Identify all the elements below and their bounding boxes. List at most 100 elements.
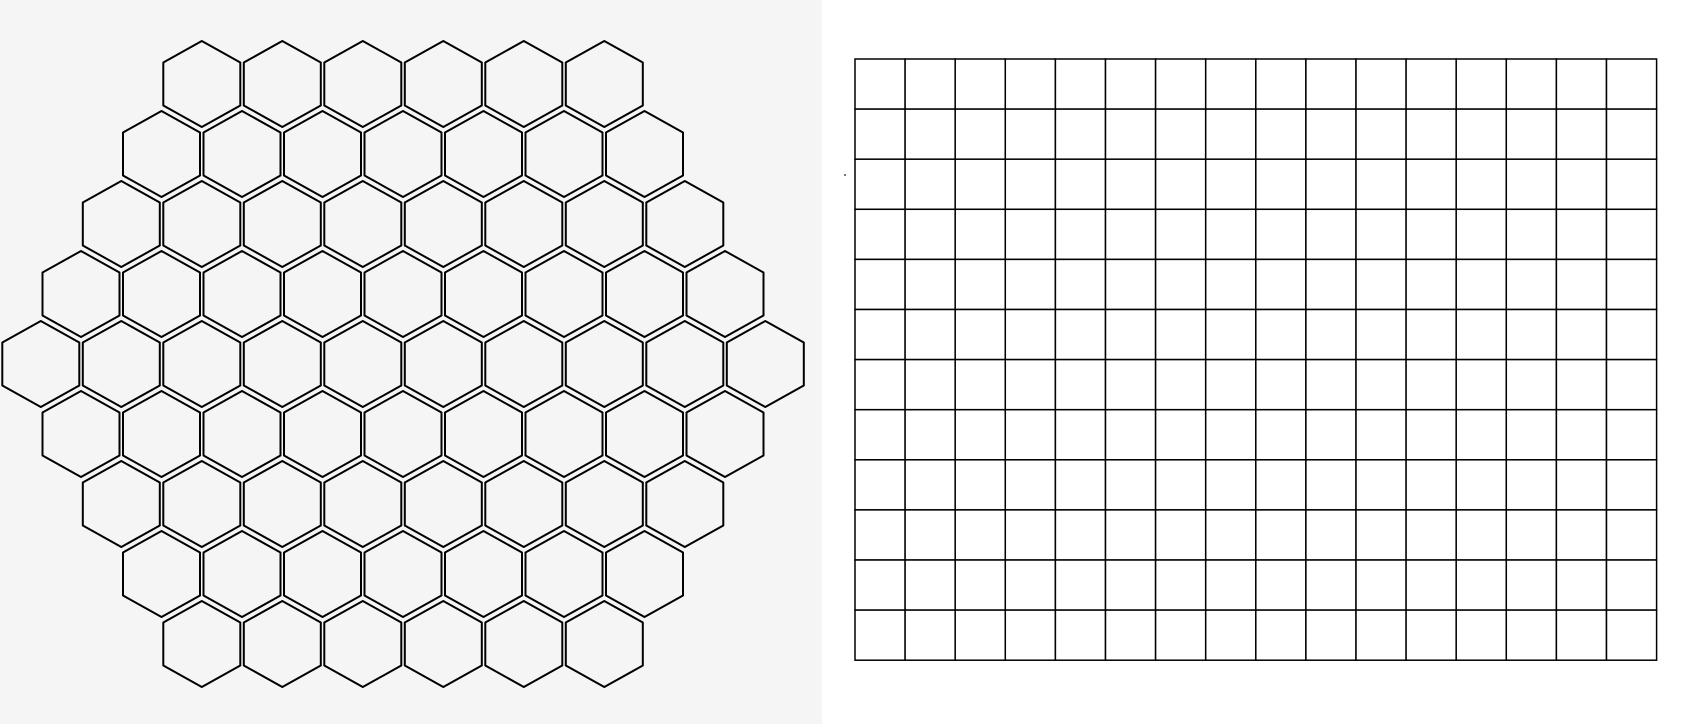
square-cell[interactable] bbox=[1455, 308, 1508, 361]
square-cell[interactable] bbox=[1154, 459, 1207, 511]
square-cell[interactable] bbox=[1204, 308, 1257, 361]
hex-cell[interactable] bbox=[242, 320, 322, 408]
square-cell[interactable] bbox=[1104, 509, 1157, 561]
square-cell[interactable] bbox=[1505, 108, 1558, 160]
hex-cell[interactable] bbox=[242, 600, 322, 688]
square-cell[interactable] bbox=[1505, 308, 1558, 361]
square-cell[interactable] bbox=[904, 108, 956, 160]
square-cell[interactable] bbox=[1255, 258, 1307, 311]
square-cell[interactable] bbox=[1555, 559, 1608, 611]
square-cell[interactable] bbox=[1505, 459, 1558, 511]
square-cell[interactable] bbox=[1054, 509, 1107, 561]
square-cell[interactable] bbox=[1104, 158, 1157, 211]
square-cell[interactable] bbox=[1305, 358, 1357, 411]
square-cell[interactable] bbox=[854, 58, 906, 110]
square-cell[interactable] bbox=[954, 509, 1007, 561]
square-cell[interactable] bbox=[1405, 58, 1457, 110]
hex-cell[interactable] bbox=[122, 390, 201, 478]
square-cell[interactable] bbox=[954, 58, 1007, 110]
square-cell[interactable] bbox=[854, 358, 906, 411]
square-cell[interactable] bbox=[1355, 509, 1407, 561]
square-cell[interactable] bbox=[1505, 559, 1558, 611]
hex-cell[interactable] bbox=[484, 180, 564, 268]
square-cell[interactable] bbox=[904, 408, 956, 461]
square-cell[interactable] bbox=[1355, 208, 1407, 261]
hex-cell[interactable] bbox=[242, 460, 322, 548]
square-cell[interactable] bbox=[1104, 609, 1157, 661]
square-cell[interactable] bbox=[1054, 609, 1107, 661]
hex-cell[interactable] bbox=[524, 390, 604, 478]
square-cell[interactable] bbox=[1455, 58, 1508, 110]
square-cell[interactable] bbox=[1154, 609, 1207, 661]
square-cell[interactable] bbox=[1405, 258, 1457, 311]
square-cell[interactable] bbox=[1355, 158, 1407, 211]
square-cell[interactable] bbox=[1104, 459, 1157, 511]
hex-cell[interactable] bbox=[484, 320, 564, 408]
square-cell[interactable] bbox=[1054, 358, 1107, 411]
square-cell[interactable] bbox=[854, 609, 906, 661]
square-cell[interactable] bbox=[1255, 58, 1307, 110]
hex-cell[interactable] bbox=[162, 320, 242, 408]
square-cell[interactable] bbox=[1154, 208, 1207, 261]
square-cell[interactable] bbox=[954, 208, 1007, 261]
hex-cell[interactable] bbox=[323, 40, 403, 128]
hex-cell[interactable] bbox=[122, 250, 201, 338]
square-cell[interactable] bbox=[1455, 459, 1508, 511]
square-cell[interactable] bbox=[1405, 408, 1457, 461]
square-cell[interactable] bbox=[1004, 509, 1057, 561]
hex-cell[interactable] bbox=[202, 250, 282, 338]
square-cell[interactable] bbox=[1154, 258, 1207, 311]
square-cell[interactable] bbox=[1605, 308, 1658, 361]
hex-cell[interactable] bbox=[685, 250, 765, 338]
square-cell[interactable] bbox=[1054, 208, 1107, 261]
square-cell[interactable] bbox=[954, 108, 1007, 160]
square-cell[interactable] bbox=[1305, 258, 1357, 311]
square-cell[interactable] bbox=[1004, 559, 1057, 611]
square-cell[interactable] bbox=[1505, 258, 1558, 311]
square-cell[interactable] bbox=[854, 308, 906, 361]
square-cell[interactable] bbox=[1204, 58, 1257, 110]
square-cell[interactable] bbox=[1555, 208, 1608, 261]
square-cell[interactable] bbox=[1305, 509, 1357, 561]
square-cell[interactable] bbox=[1054, 258, 1107, 311]
square-cell[interactable] bbox=[1054, 158, 1107, 211]
square-cell[interactable] bbox=[954, 158, 1007, 211]
square-cell[interactable] bbox=[1255, 208, 1307, 261]
square-cell[interactable] bbox=[1305, 158, 1357, 211]
square-cell[interactable] bbox=[1154, 358, 1207, 411]
square-cell[interactable] bbox=[1605, 408, 1658, 461]
square-cell[interactable] bbox=[954, 258, 1007, 311]
square-cell[interactable] bbox=[1555, 158, 1608, 211]
hex-cell[interactable] bbox=[645, 180, 725, 268]
hex-cell[interactable] bbox=[283, 110, 362, 198]
hex-cell[interactable] bbox=[725, 320, 805, 408]
square-cell[interactable] bbox=[1305, 108, 1357, 160]
square-cell[interactable] bbox=[1405, 509, 1457, 561]
square-cell[interactable] bbox=[1004, 158, 1057, 211]
square-cell[interactable] bbox=[1154, 559, 1207, 611]
hex-cell[interactable] bbox=[81, 460, 161, 548]
square-cell[interactable] bbox=[1605, 258, 1658, 311]
square-cell[interactable] bbox=[1004, 208, 1057, 261]
square-cell[interactable] bbox=[1555, 258, 1608, 311]
square-cell[interactable] bbox=[1605, 509, 1658, 561]
square-cell[interactable] bbox=[904, 559, 956, 611]
hex-cell[interactable] bbox=[363, 250, 443, 338]
hex-cell[interactable] bbox=[242, 180, 322, 268]
square-cell[interactable] bbox=[1355, 609, 1407, 661]
hex-cell[interactable] bbox=[122, 110, 201, 198]
square-cell[interactable] bbox=[1455, 258, 1508, 311]
square-cell[interactable] bbox=[1455, 208, 1508, 261]
square-cell[interactable] bbox=[904, 308, 956, 361]
square-cell[interactable] bbox=[904, 609, 956, 661]
hex-cell[interactable] bbox=[564, 600, 644, 688]
square-cell[interactable] bbox=[1004, 609, 1057, 661]
square-cell[interactable] bbox=[1555, 459, 1608, 511]
square-cell[interactable] bbox=[1455, 559, 1508, 611]
hex-cell[interactable] bbox=[283, 530, 362, 618]
hex-cell[interactable] bbox=[645, 320, 725, 408]
square-cell[interactable] bbox=[1405, 459, 1457, 511]
hex-cell[interactable] bbox=[444, 250, 523, 338]
square-cell[interactable] bbox=[1505, 609, 1558, 661]
square-cell[interactable] bbox=[1255, 509, 1307, 561]
